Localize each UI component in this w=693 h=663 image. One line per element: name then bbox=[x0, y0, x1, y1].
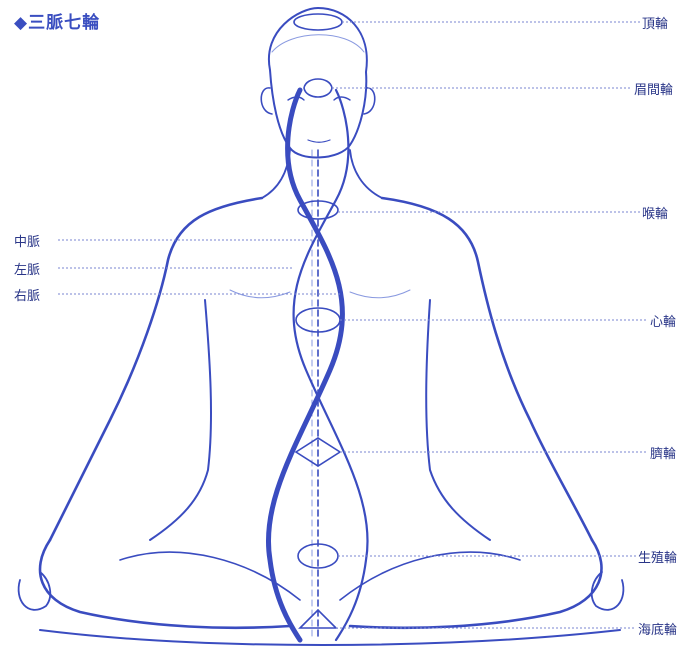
chakra-label-heart: 心輪 bbox=[650, 311, 676, 330]
chakra-label-throat: 喉輪 bbox=[642, 203, 668, 222]
chest-right bbox=[350, 290, 410, 298]
right-shoulder-arm bbox=[382, 198, 592, 540]
chakra-label-brow: 眉間輪 bbox=[634, 79, 673, 98]
left-shoulder-arm bbox=[50, 198, 262, 540]
left-channel bbox=[268, 90, 342, 640]
channel-label-central: 中脈 bbox=[14, 231, 40, 250]
neck-right bbox=[350, 150, 382, 198]
chakra-label-navel: 臍輪 bbox=[650, 443, 676, 462]
channel-label-left: 左脈 bbox=[14, 259, 40, 278]
chakra-label-root: 海底輪 bbox=[638, 619, 677, 638]
mouth bbox=[308, 140, 330, 142]
chakra-brow-symbol bbox=[304, 79, 332, 97]
chakra-crown-symbol bbox=[294, 14, 342, 30]
base-line bbox=[40, 630, 620, 645]
right-torso bbox=[426, 300, 490, 540]
right-eye bbox=[334, 97, 350, 100]
left-torso bbox=[150, 300, 211, 540]
right-leg bbox=[350, 540, 602, 628]
left-leg bbox=[40, 540, 290, 628]
channel-label-right: 右脈 bbox=[14, 285, 40, 304]
left-ear bbox=[261, 88, 272, 114]
chakra-label-sacral: 生殖輪 bbox=[638, 547, 677, 566]
right-hand bbox=[592, 572, 624, 610]
chakra-label-crown: 頂輪 bbox=[642, 13, 668, 32]
hair-line bbox=[272, 35, 364, 52]
